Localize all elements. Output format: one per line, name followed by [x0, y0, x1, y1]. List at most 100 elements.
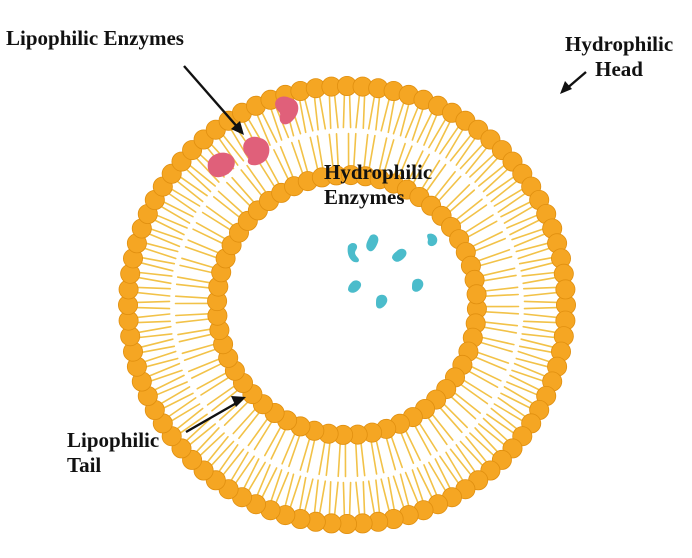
inner-tail-8-0	[431, 413, 454, 441]
outer-tail-32-1	[206, 435, 229, 464]
outer-tail-2-1	[521, 333, 556, 339]
outer-tail-69-0	[380, 98, 391, 132]
arrow-lipophilic-enzymes	[183, 65, 241, 131]
outer-tail-71-1	[411, 108, 424, 141]
hydrophilic-heads	[118, 76, 577, 535]
outer-tail-29-0	[247, 461, 266, 492]
outer-tail-27-0	[275, 471, 290, 504]
outer-tail-46-1	[138, 271, 173, 277]
outer-head-87	[555, 279, 576, 300]
outer-tail-43-0	[136, 320, 171, 324]
outer-tail-23-1	[328, 480, 332, 516]
inner-tail-4-1	[467, 370, 499, 389]
outer-tail-41-0	[141, 345, 176, 354]
inner-tail-9-0	[418, 422, 438, 452]
lipophilic-tails	[135, 93, 559, 517]
inner-tail-50-1	[458, 204, 488, 225]
outer-tail-2-0	[522, 325, 557, 334]
inner-tail-41-0	[328, 133, 334, 168]
outer-tail-19-1	[380, 478, 391, 512]
inner-tail-40-0	[309, 136, 319, 171]
inner-tail-31-0	[184, 246, 218, 259]
inner-tail-23-1	[196, 372, 227, 390]
outer-tail-20-1	[367, 480, 376, 515]
outer-tail-77-1	[474, 157, 499, 183]
inner-tail-55-0	[484, 286, 519, 292]
inner-tail-30-0	[179, 264, 213, 274]
outer-tail-41-1	[140, 338, 174, 349]
outer-tail-55-0	[195, 157, 220, 183]
outer-tail-25-1	[298, 476, 307, 511]
outer-tail-38-0	[155, 381, 188, 396]
inner-tail-38-0	[273, 149, 290, 181]
outer-tail-40-1	[143, 350, 177, 363]
inner-tail-45-1	[398, 145, 413, 178]
outer-tail-86-0	[521, 271, 556, 277]
outer-tail-26-0	[289, 475, 302, 509]
inner-tail-1-1	[482, 326, 518, 334]
outer-tail-64-1	[318, 95, 327, 130]
outer-tail-51-1	[162, 201, 194, 218]
outer-tail-68-1	[375, 96, 381, 131]
inner-tail-44-0	[378, 137, 388, 171]
outer-tail-12-1	[459, 440, 484, 467]
inner-tail-52-1	[473, 237, 507, 252]
inner-tail-22-0	[211, 389, 239, 412]
outer-tail-87-1	[523, 291, 558, 297]
outer-tail-76-0	[459, 143, 484, 170]
outer-tail-37-0	[162, 392, 194, 409]
inner-tail-36-1	[246, 164, 267, 194]
lipophilic-enzyme-3	[207, 152, 235, 178]
outer-tail-16-1	[416, 467, 433, 499]
outer-tail-10-1	[477, 423, 506, 446]
outer-tail-52-0	[167, 192, 197, 213]
outer-tail-4-1	[515, 357, 549, 368]
outer-tail-46-0	[137, 276, 172, 285]
outer-tail-61-0	[270, 108, 283, 141]
outer-tail-82-0	[506, 214, 539, 229]
outer-tail-26-1	[284, 473, 295, 507]
outer-tail-12-0	[465, 435, 488, 464]
outer-tail-70-1	[399, 103, 410, 137]
inner-tail-31-1	[187, 239, 220, 254]
inner-tail-22-1	[206, 385, 236, 406]
outer-tail-42-1	[137, 325, 172, 334]
outer-tail-44-1	[135, 300, 171, 304]
inner-tail-15-0	[325, 441, 331, 477]
inner-tail-44-1	[383, 139, 395, 173]
outer-tail-18-1	[392, 475, 405, 509]
outer-tail-78-0	[477, 164, 506, 187]
outer-tail-48-1	[145, 242, 179, 253]
outer-tail-24-1	[313, 479, 319, 514]
inner-tail-20-0	[238, 411, 261, 440]
outer-tail-67-1	[362, 94, 366, 129]
outer-tail-22-0	[348, 481, 352, 517]
inner-tail-50-0	[455, 198, 483, 221]
outer-tail-85-1	[520, 261, 554, 272]
outer-tail-28-1	[256, 464, 271, 497]
outer-tail-1-1	[522, 320, 558, 324]
outer-tail-32-0	[210, 440, 235, 467]
outer-tail-49-0	[148, 233, 181, 248]
outer-tail-50-0	[153, 219, 185, 236]
outer-tail-11-1	[469, 432, 495, 457]
inner-tail-1-0	[483, 321, 519, 327]
lipophilic-enzymes	[207, 96, 299, 178]
inner-tail-43-0	[363, 133, 369, 169]
inner-tail-26-0	[178, 333, 213, 343]
outer-tail-83-1	[513, 233, 546, 248]
hydrophilic-enzyme-1	[347, 243, 359, 263]
inner-tail-40-1	[316, 135, 324, 170]
inner-tail-47-1	[425, 163, 447, 193]
outer-tail-0-1	[523, 306, 559, 310]
outer-tail-21-1	[355, 481, 361, 516]
label-hydrophilic-enzymes-line1: Hydrophilic	[324, 160, 433, 184]
outer-tail-53-0	[176, 180, 204, 203]
outer-tail-30-1	[230, 451, 249, 482]
outer-tail-15-0	[434, 458, 451, 490]
outer-tail-35-0	[179, 413, 208, 435]
outer-tail-57-1	[222, 134, 245, 162]
label-lipophilic-tail-line1: Lipophilic	[67, 428, 160, 452]
outer-tail-81-0	[500, 201, 532, 218]
